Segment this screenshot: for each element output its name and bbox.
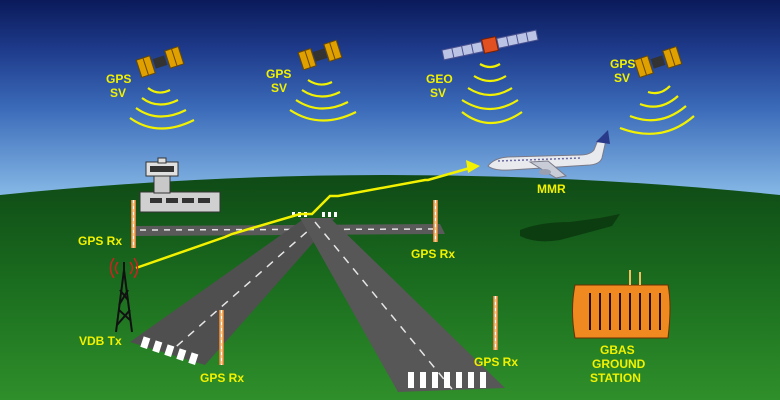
arrow-head-icon	[466, 160, 480, 173]
signal-line	[135, 166, 471, 270]
label-gps-sv-2-line2: SV	[271, 81, 287, 95]
label-vdb-tx: VDB Tx	[79, 334, 122, 348]
signal-arcs	[129, 63, 695, 135]
label-gbas-line3: STATION	[590, 371, 641, 385]
label-gbas-line2: GROUND	[592, 357, 646, 371]
label-gps-rx-bottom: GPS Rx	[200, 371, 244, 385]
airplane-icon	[487, 130, 610, 179]
antenna-mast-icon	[433, 200, 438, 242]
gbas-station-icon	[572, 270, 671, 339]
label-geo-sv-line1: GEO	[426, 72, 453, 86]
vdb-tower-icon	[115, 262, 133, 333]
label-gps-sv-2-line1: GPS	[266, 67, 291, 81]
label-gps-rx-right: GPS Rx	[411, 247, 455, 261]
control-tower-icon	[139, 157, 221, 213]
satellite-icon	[135, 46, 185, 78]
label-geo-sv-line2: SV	[430, 86, 446, 100]
label-gps-rx-left: GPS Rx	[78, 234, 122, 248]
antenna-mast-icon	[219, 310, 224, 365]
runways	[130, 212, 505, 392]
vdb-emission	[109, 257, 139, 279]
label-gps-rx-bottom-right: GPS Rx	[474, 355, 518, 369]
satellite-icon	[633, 46, 683, 78]
label-gps-sv-4-line2: SV	[614, 71, 630, 85]
label-gps-sv-4-line1: GPS	[610, 57, 635, 71]
label-gps-sv-1-line2: SV	[110, 86, 126, 100]
satellite-icon	[297, 39, 343, 71]
airplane-shadow	[520, 214, 620, 242]
antenna-mast-icon	[131, 200, 136, 248]
antenna-mast-icon	[493, 296, 498, 350]
geo-satellite-icon	[441, 29, 539, 61]
label-mmr: MMR	[537, 182, 566, 196]
sky	[0, 0, 780, 195]
label-gps-sv-1-line1: GPS	[106, 72, 131, 86]
label-gbas-line1: GBAS	[600, 343, 635, 357]
